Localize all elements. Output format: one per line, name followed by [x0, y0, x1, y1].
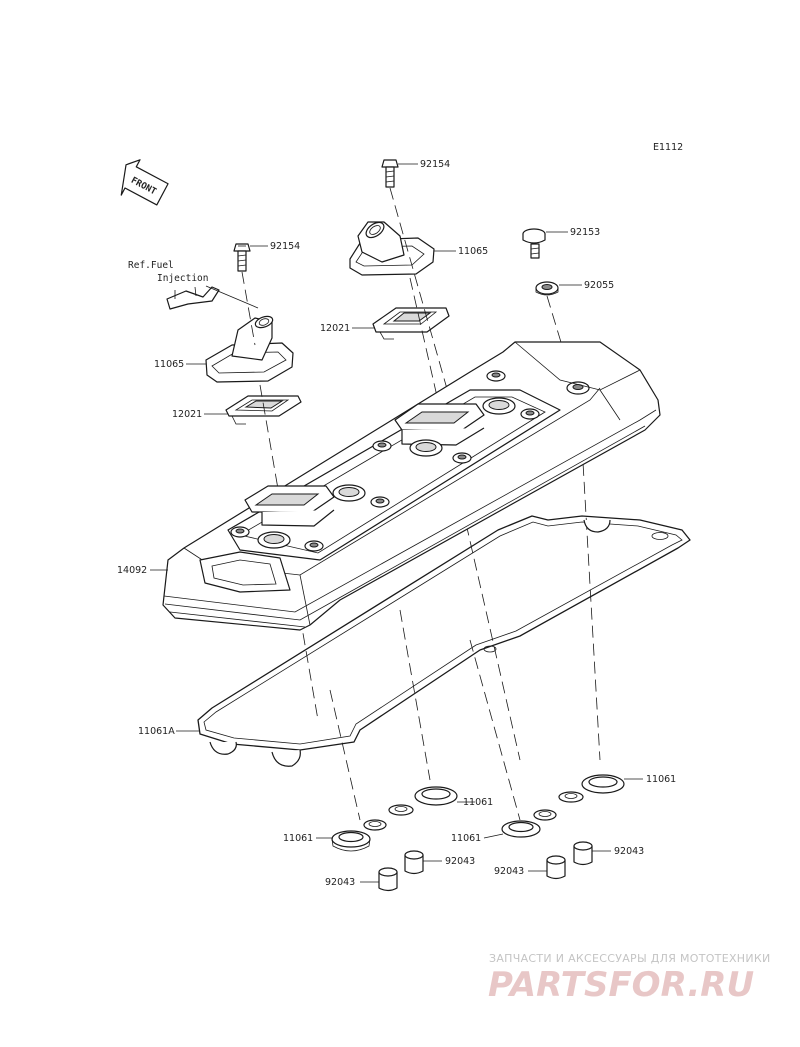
collar-l1	[378, 867, 398, 892]
label-gasket-main: 11061A	[138, 726, 175, 737]
watermark-tagline: ЗАПЧАСТИ И АКСЕССУАРЫ ДЛЯ МОТОТЕХНИКИ	[489, 952, 771, 965]
gasket-r1	[501, 809, 557, 838]
label-cover: 14092	[117, 565, 147, 576]
bolt-left	[233, 243, 251, 272]
collar-r2	[573, 841, 593, 866]
label-gasket-l2: 11061	[463, 797, 493, 808]
front-arrow-icon: FRONT	[120, 159, 169, 206]
label-plate-top: 12021	[320, 323, 350, 334]
bolt-top	[381, 159, 399, 188]
label-collar-r2: 92043	[614, 846, 644, 857]
watermark-logo: PARTSFOR.RU	[488, 965, 754, 1005]
gasket-l1	[331, 830, 371, 852]
gasket-main	[197, 515, 691, 767]
label-bolt-top: 92154	[420, 159, 450, 170]
cylinder-head-cover	[162, 341, 661, 631]
label-collar-l2: 92043	[445, 856, 475, 867]
washer-right	[535, 281, 559, 296]
label-plate-left: 12021	[172, 409, 202, 420]
gasket-r2	[558, 774, 625, 803]
label-gasket-l1: 11061	[283, 833, 313, 844]
label-bolt-left: 92154	[270, 241, 300, 252]
ref-note-line1: Ref.Fuel	[128, 260, 174, 271]
ref-note-line2: Injection	[157, 273, 208, 284]
label-gasket-r1: 11061	[451, 833, 481, 844]
cap-left	[205, 315, 294, 383]
plate-left	[225, 395, 302, 425]
label-cap-left: 11065	[154, 359, 184, 370]
fuel-injection-bracket	[166, 285, 259, 310]
gasket-l2	[388, 786, 458, 816]
gasket-l1-inner	[363, 819, 387, 831]
label-gasket-r2: 11061	[646, 774, 676, 785]
bolt-right	[522, 228, 546, 259]
label-collar-r1: 92043	[494, 866, 524, 877]
label-washer-right: 92055	[584, 280, 614, 291]
label-cap-top: 11065	[458, 246, 488, 257]
collar-l2	[404, 850, 424, 875]
diagram-code: E1112	[653, 142, 683, 153]
label-bolt-right: 92153	[570, 227, 600, 238]
collar-r1	[546, 855, 566, 880]
label-collar-l1: 92043	[325, 877, 355, 888]
plate-top	[372, 307, 450, 340]
cap-top	[349, 221, 435, 276]
